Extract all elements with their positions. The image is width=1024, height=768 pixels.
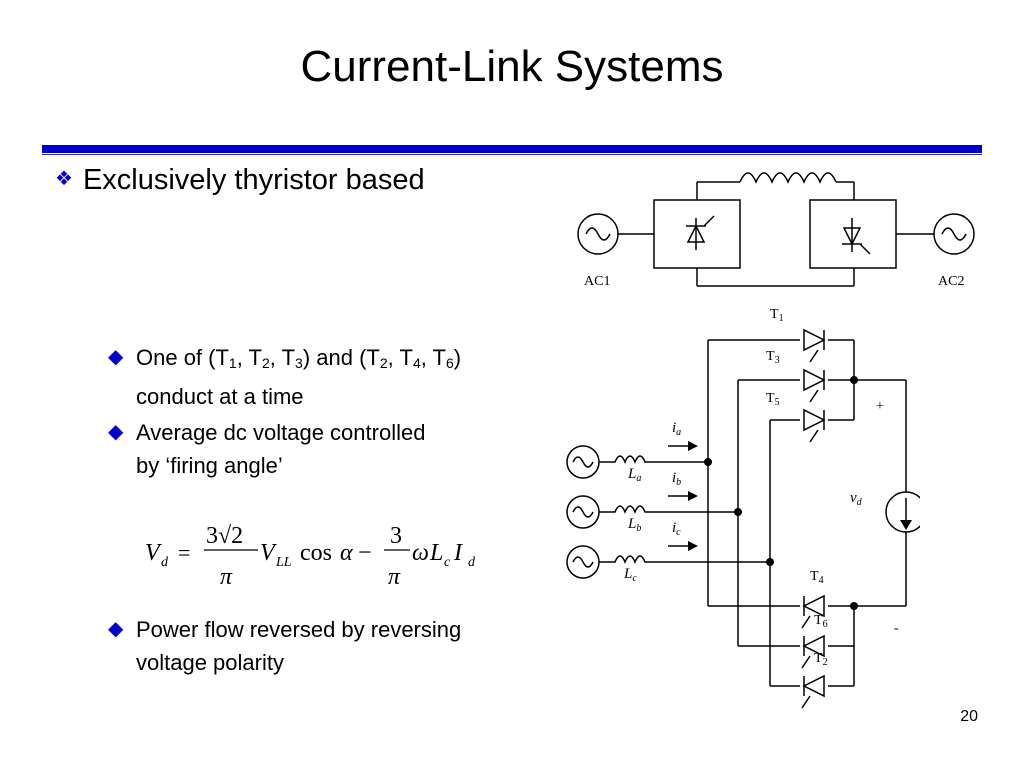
sub-bullet-2: ◆ Average dc voltage controlled by ‘firi…	[108, 416, 425, 482]
label-lb: Lb	[627, 516, 641, 534]
bullet-diamond-icon: ◆	[108, 346, 124, 368]
arrow-ia-icon	[688, 441, 698, 451]
sub-bullet-2-line2: by ‘firing angle’	[136, 453, 283, 478]
eq-den1: π	[220, 564, 233, 590]
label-ia: ia	[672, 420, 681, 438]
eq-v: V	[145, 540, 162, 566]
title-divider-line	[42, 154, 982, 155]
label-t2: T2	[814, 651, 828, 668]
eq-l-sub: c	[444, 555, 451, 570]
arrow-ib-icon	[688, 491, 698, 501]
node-dot	[704, 458, 712, 466]
label-t6: T6	[814, 613, 828, 630]
ac-sine-icon	[572, 506, 594, 518]
main-bullet-text: Exclusively thyristor based	[82, 164, 425, 196]
sub-bullet-1-line1: One of (T1, T2, T3) and (T2, T4, T6)	[136, 345, 462, 371]
eq-omega: ω	[412, 540, 429, 566]
label-ib: ib	[672, 470, 681, 488]
phase-a-inductor	[599, 455, 708, 464]
label-id: Id	[919, 490, 920, 508]
diamond-bullet-icon: ❖	[55, 168, 73, 190]
ac-sine-icon	[941, 227, 967, 241]
page-number: 20	[960, 708, 978, 725]
label-t4: T4	[810, 569, 824, 586]
ac-source-right	[933, 213, 975, 255]
eq-i-sub: d	[468, 555, 476, 570]
sub-bullet-2-line1: Average dc voltage controlled	[136, 420, 426, 445]
sub-bullet-1: ◆ One of (T1, T2, T3) and (T2, T4, T6) c…	[108, 341, 461, 413]
sub-bullet-3-line2: voltage polarity	[136, 650, 284, 675]
label-t3: T3	[766, 349, 780, 366]
current-direction-arrow-icon	[900, 520, 912, 530]
label-ac1: AC1	[584, 274, 610, 289]
title-divider-bar	[42, 145, 982, 153]
eq-i: I	[453, 540, 463, 566]
label-t1: T1	[770, 307, 784, 324]
phase-c-inductor	[599, 555, 770, 564]
node-dot	[850, 602, 858, 610]
link-inductor	[739, 172, 837, 184]
sub-bullet-3: ◆ Power flow reversed by reversing volta…	[108, 613, 461, 679]
eq-v-sub: d	[161, 555, 169, 570]
eq-num1: 3√2	[206, 523, 243, 549]
eq-minus: −	[358, 540, 372, 566]
eq-vll: V	[260, 540, 277, 566]
ac-ac-link-diagram: AC1 AC2	[577, 172, 975, 289]
ac-sine-icon	[585, 227, 611, 241]
ac-sine-icon	[572, 456, 594, 468]
sub-bullet-3-line1: Power flow reversed by reversing	[136, 617, 462, 642]
slide-title: Current-Link Systems	[300, 42, 724, 91]
phase-b-inductor	[599, 505, 738, 514]
label-la: La	[627, 466, 641, 484]
ac-sine-icon	[572, 556, 594, 568]
eq-num2: 3	[390, 523, 402, 549]
converter-box-left	[653, 199, 741, 269]
node-dot	[766, 558, 774, 566]
eq-cos: cos	[300, 540, 332, 566]
label-plus: +	[876, 399, 884, 414]
label-vd: vd	[850, 490, 863, 508]
main-bullet: ❖ Exclusively thyristor based	[55, 164, 425, 197]
arrow-ic-icon	[688, 541, 698, 551]
label-ic: ic	[672, 520, 681, 538]
node-dot	[850, 376, 858, 384]
bullet-diamond-icon: ◆	[108, 421, 124, 443]
node-dot	[734, 508, 742, 516]
dc-current-source	[885, 491, 920, 533]
label-t5: T5	[766, 391, 780, 408]
dc-voltage-equation: V d = 3√2 π V LL cos α − 3 π ω L c I d	[145, 523, 476, 590]
label-lc: Lc	[623, 566, 637, 584]
label-minus: -	[894, 621, 899, 636]
eq-l: L	[429, 540, 443, 566]
eq-den2: π	[388, 564, 401, 590]
eq-vll-sub: LL	[275, 555, 292, 570]
converter-box-right	[809, 199, 897, 269]
thyristor-bridge-diagram: T1 T3 T5 T4 T6 T2 ia ib ic La Lb Lc vd I…	[566, 307, 920, 709]
eq-equals: =	[178, 540, 190, 565]
sub-bullet-1-line2: conduct at a time	[136, 384, 304, 409]
label-ac2: AC2	[938, 274, 964, 289]
eq-alpha: α	[340, 540, 353, 566]
bullet-diamond-icon: ◆	[108, 618, 124, 640]
